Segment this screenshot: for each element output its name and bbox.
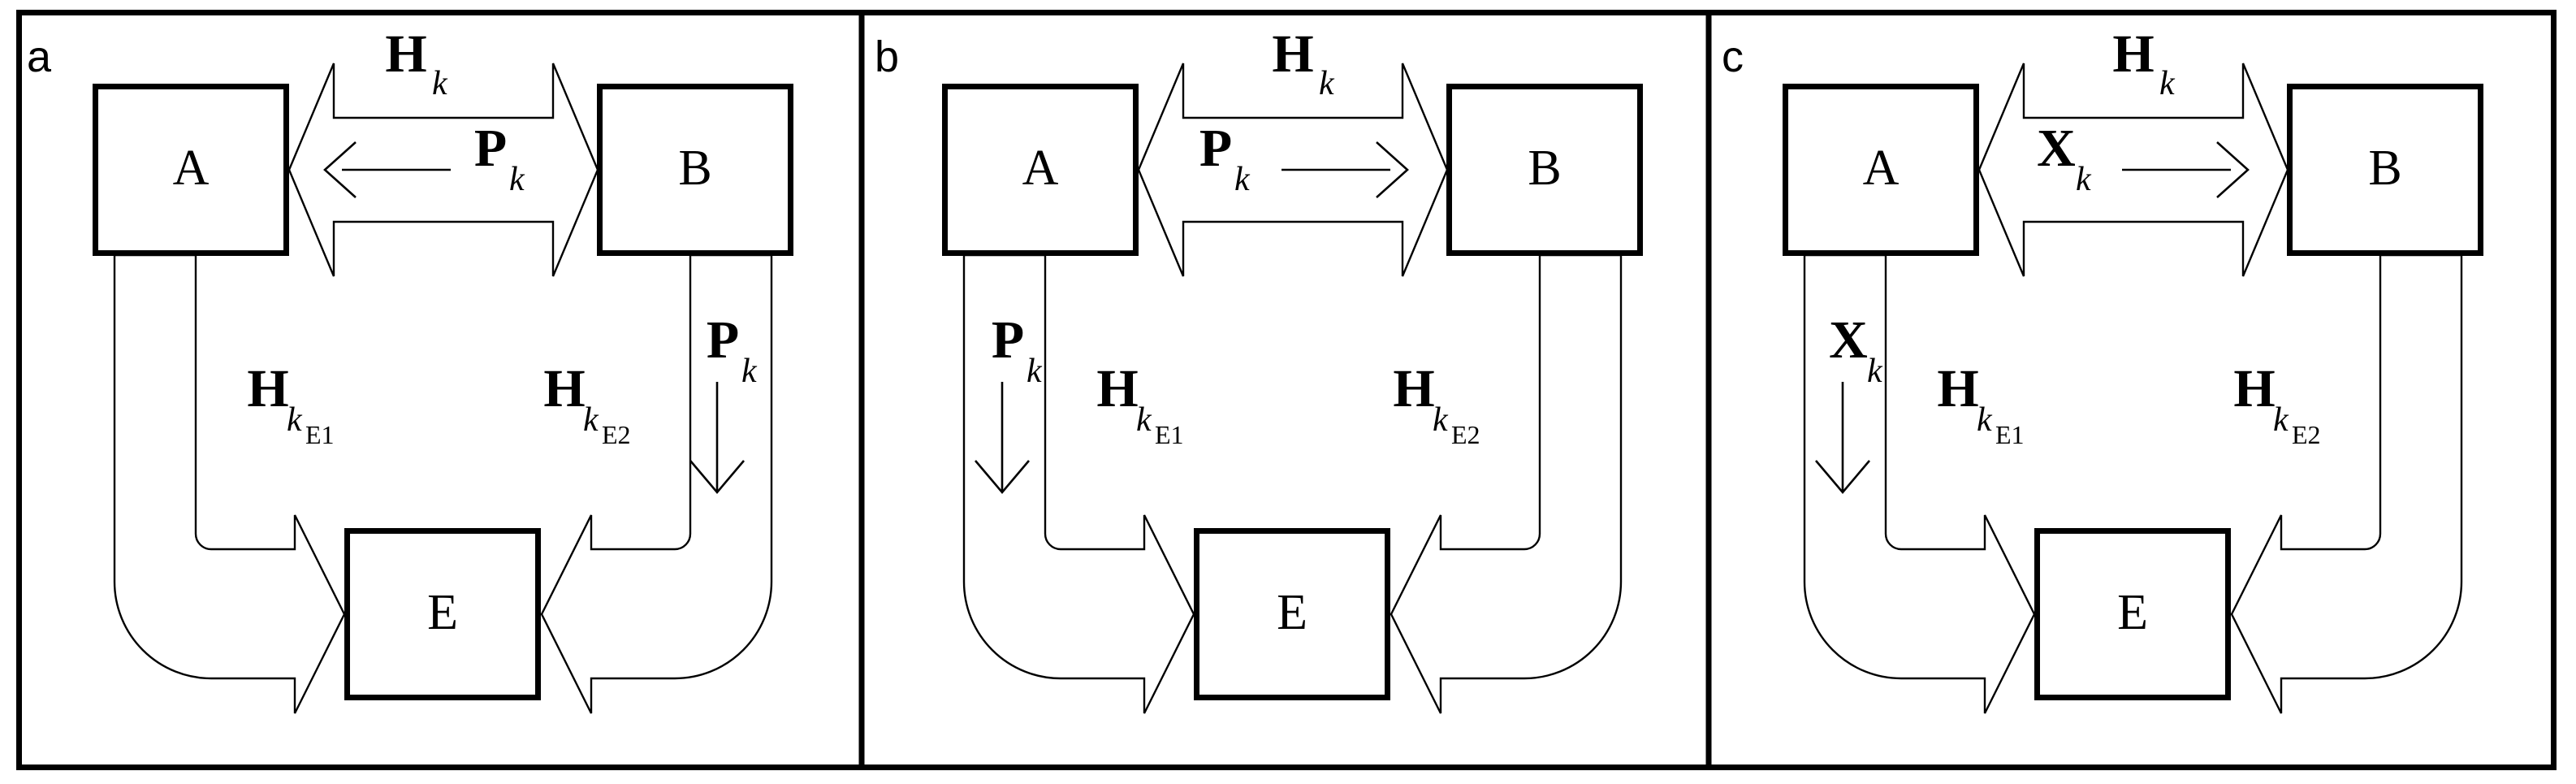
top-arrow-outer-label-main: H xyxy=(385,24,426,84)
node-box-b-right xyxy=(1446,84,1643,256)
node-label-b-bottom: E xyxy=(1277,585,1307,640)
curved-arrow-c-right xyxy=(2230,253,2463,714)
inner-arrow-head xyxy=(323,141,357,198)
top-arrow-outer-label-sub: k xyxy=(1319,65,1335,102)
node-box-c-left xyxy=(1783,84,1979,256)
right-branch-label-sub2: E2 xyxy=(1451,420,1480,449)
node-box-c-bottom xyxy=(2034,528,2231,700)
vertical-arrow-label-sub: k xyxy=(1027,353,1043,390)
vertical-arrow-label-main: P xyxy=(992,310,1024,370)
left-branch-label-sub: k xyxy=(1977,401,1993,439)
curved-arrow-a-right xyxy=(540,253,773,714)
right-branch-label-sub2: E2 xyxy=(2292,420,2321,449)
left-branch-label-sub2: E1 xyxy=(1995,420,2025,449)
vertical-arrow-label-main: X xyxy=(1829,310,1868,370)
left-branch-label-sub: k xyxy=(1136,401,1152,439)
panel-c: c H k X k A B E H k E1 H k E2 X k xyxy=(1722,24,2483,714)
node-label-a-left: A xyxy=(173,141,210,196)
vertical-arrow-label-main: P xyxy=(707,310,739,370)
left-branch-label-main: H xyxy=(1937,359,1978,418)
panel-letter-b: b xyxy=(875,32,899,81)
top-arrow-inner-label-sub: k xyxy=(1234,161,1251,198)
node-box-b-left xyxy=(942,84,1139,256)
node-box-a-right xyxy=(597,84,793,256)
node-label-c-left: A xyxy=(1863,141,1900,196)
curved-arrow-a-left xyxy=(113,253,346,714)
right-branch-label-sub: k xyxy=(2273,401,2289,439)
inner-arrow-head xyxy=(2216,141,2250,198)
top-arrow-inner-label-main: X xyxy=(2037,119,2076,178)
right-branch-label-sub: k xyxy=(583,401,599,439)
node-box-b-bottom xyxy=(1194,528,1390,700)
node-label-c-bottom: E xyxy=(2117,585,2148,640)
panel-b: b H k P k A B E H k E1 H k E2 P k xyxy=(875,24,1643,714)
panel-letter-a: a xyxy=(27,32,52,81)
vertical-arrow-label-sub: k xyxy=(1867,353,1883,390)
top-arrow-inner-label-main: P xyxy=(1199,119,1232,178)
node-label-b-left: A xyxy=(1022,141,1059,196)
left-branch-label-main: H xyxy=(247,359,288,418)
node-box-a-left xyxy=(93,84,289,256)
top-arrow-outer-label-main: H xyxy=(2112,24,2154,84)
right-branch-label-sub2: E2 xyxy=(602,420,631,449)
node-label-a-right: B xyxy=(678,141,711,196)
panel-a: a H k P k A B E H k xyxy=(27,24,793,714)
top-arrow-outer-label-sub: k xyxy=(2159,65,2176,102)
left-branch-label-sub2: E1 xyxy=(1155,420,1184,449)
curved-arrow-c-left xyxy=(1803,253,2036,714)
panel-letter-c: c xyxy=(1722,32,1744,81)
top-arrow-outer-label-sub: k xyxy=(432,65,448,102)
top-arrow-inner-label-sub: k xyxy=(509,161,525,198)
curved-arrow-b-right xyxy=(1390,253,1623,714)
left-branch-label-sub2: E1 xyxy=(305,420,335,449)
node-label-a-bottom: E xyxy=(427,585,458,640)
top-arrow-inner-label-sub: k xyxy=(2076,161,2092,198)
vertical-arrow-label-sub: k xyxy=(741,353,758,390)
vertical-arrow-head xyxy=(975,460,1030,495)
right-branch-label-main: H xyxy=(543,359,585,418)
inner-arrow-head xyxy=(1376,141,1409,198)
left-branch-label-main: H xyxy=(1096,359,1138,418)
top-arrow-outer-label-main: H xyxy=(1272,24,1313,84)
node-label-c-right: B xyxy=(2368,141,2401,196)
node-label-b-right: B xyxy=(1528,141,1561,196)
outer-frame xyxy=(16,10,2557,770)
right-branch-label-sub: k xyxy=(1433,401,1449,439)
node-box-c-right xyxy=(2287,84,2483,256)
right-branch-label-main: H xyxy=(2233,359,2275,418)
top-arrow-inner-label-main: P xyxy=(474,119,507,178)
vertical-arrow-head xyxy=(1815,460,1870,495)
node-box-a-bottom xyxy=(344,528,541,700)
right-branch-label-main: H xyxy=(1393,359,1434,418)
left-branch-label-sub: k xyxy=(287,401,303,439)
curved-arrow-b-left xyxy=(962,253,1195,714)
vertical-arrow-head xyxy=(689,460,745,495)
